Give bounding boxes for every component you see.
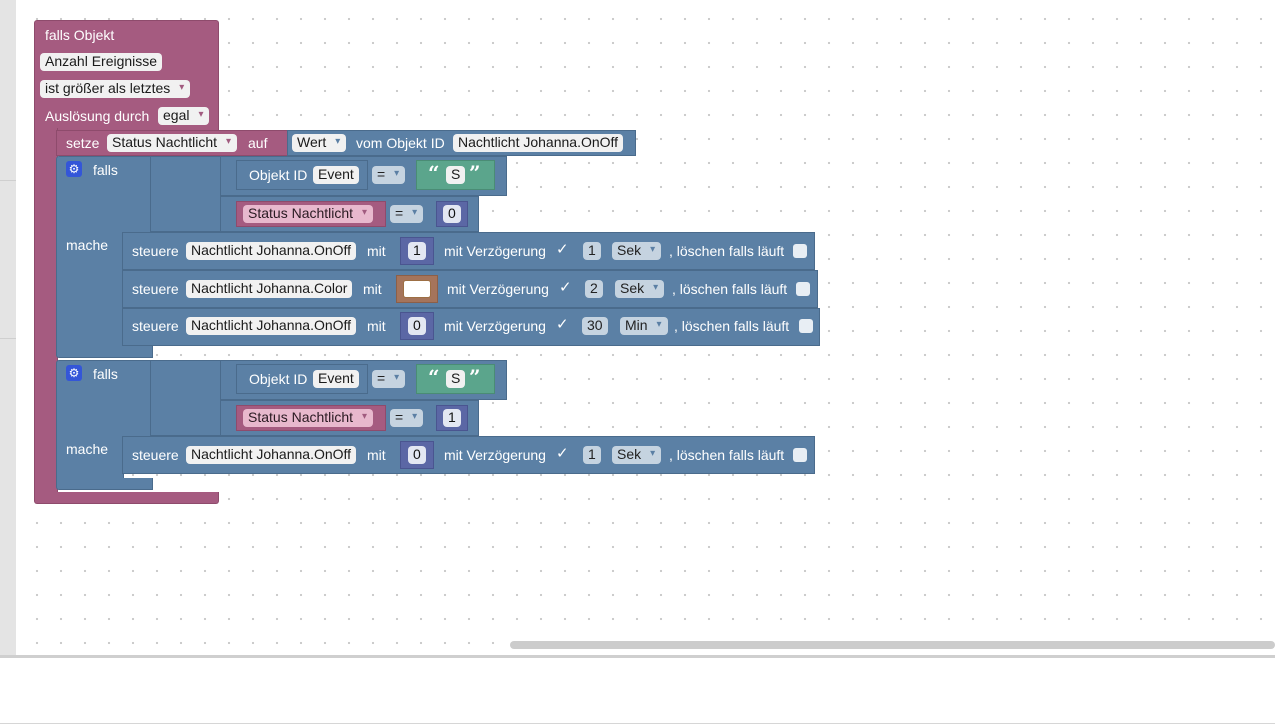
event-title: falls Objekt [45,27,115,43]
variable-dropdown[interactable]: Status Nachtlicht [243,205,374,223]
do-label: mache [66,237,109,253]
clear-label: , löschen falls läuft [669,447,785,463]
event-trigger-footer [34,492,219,504]
trigger-dropdown[interactable]: egal [158,107,210,125]
delay-value[interactable]: 1 [583,242,601,260]
do-label: mache [66,441,109,457]
with-label: mit [367,243,386,259]
object-id-label: Objekt ID [249,167,308,183]
compare-operator-dropdown[interactable]: = [372,166,406,184]
clear-checkbox[interactable] [799,319,813,333]
control-value[interactable]: 0 [408,446,426,464]
set-to-label: auf [248,135,268,151]
clear-label: , löschen falls läuft [672,281,788,297]
clear-checkbox[interactable] [793,244,807,258]
from-object-label: vom Objekt ID [356,135,445,151]
object-id-value[interactable]: Event [313,370,359,388]
unit-dropdown[interactable]: Sek [615,280,665,298]
control-label: steuere [132,447,179,463]
quote-close: ” [469,161,481,185]
control-object[interactable]: Nachtlicht Johanna.OnOff [186,446,357,464]
trigger-label: Auslösung durch [45,108,150,124]
number-value[interactable]: 0 [443,205,461,223]
if-label: falls [93,366,118,382]
color-swatch[interactable] [403,280,431,298]
logic-and-block[interactable] [150,156,222,232]
text-value[interactable]: S [446,166,466,184]
horizontal-scrollbar[interactable] [506,639,1275,651]
control-object[interactable]: Nachtlicht Johanna.OnOff [186,242,357,260]
delay-value[interactable]: 30 [582,317,608,335]
control-object[interactable]: Nachtlicht Johanna.OnOff [186,317,357,335]
clear-checkbox[interactable] [793,448,807,462]
event-attribute: Anzahl Ereignisse [40,53,163,71]
with-label: mit [363,281,382,297]
text-value[interactable]: S [446,370,466,388]
compare-operator-dropdown-2[interactable]: = [390,409,424,427]
get-mode-dropdown[interactable]: Wert [292,134,347,152]
delay-label: mit Verzögerung [444,447,546,463]
left-gutter [0,0,16,655]
quote-open: “ [428,161,440,185]
control-value[interactable]: 0 [408,317,426,335]
control-object[interactable]: Nachtlicht Johanna.Color [186,280,353,298]
quote-close: ” [469,365,481,389]
unit-dropdown[interactable]: Min [620,317,668,335]
gear-icon[interactable]: ⚙ [66,161,82,177]
set-variable-dropdown[interactable]: Status Nachtlicht [107,134,238,152]
control-label: steuere [132,318,179,334]
object-id-label: Objekt ID [249,371,308,387]
with-label: mit [367,447,386,463]
unit-dropdown[interactable]: Sek [612,242,662,260]
object-id-field[interactable]: Nachtlicht Johanna.OnOff [453,134,624,152]
with-label: mit [367,318,386,334]
event-trigger-spine [34,128,58,496]
scrollbar-thumb[interactable] [510,641,1275,649]
unit-dropdown[interactable]: Sek [612,446,662,464]
if-block-1-spine [56,232,124,350]
clear-label: , löschen falls läuft [669,243,785,259]
clear-checkbox[interactable] [796,282,810,296]
object-id-value[interactable]: Event [313,166,359,184]
checkmark-icon[interactable]: ✓ [556,316,569,333]
checkmark-icon[interactable]: ✓ [559,279,572,296]
if-label: falls [93,162,118,178]
compare-operator-dropdown[interactable]: = [372,370,406,388]
event-condition-dropdown[interactable]: ist größer als letztes [40,80,191,98]
checkmark-icon[interactable]: ✓ [556,445,569,462]
delay-label: mit Verzögerung [444,243,546,259]
delay-label: mit Verzögerung [447,281,549,297]
delay-value[interactable]: 1 [583,446,601,464]
control-label: steuere [132,243,179,259]
compare-operator-dropdown-2[interactable]: = [390,205,424,223]
checkmark-icon[interactable]: ✓ [556,241,569,258]
quote-open: “ [428,365,440,389]
number-value[interactable]: 1 [443,409,461,427]
logic-and-block[interactable] [150,360,222,436]
bottom-panel [0,658,1275,724]
panel-divider[interactable] [0,655,1275,658]
if-block-1-footer [56,346,153,358]
clear-label: , löschen falls läuft [674,318,790,334]
gear-icon[interactable]: ⚙ [66,365,82,381]
variable-dropdown[interactable]: Status Nachtlicht [243,409,374,427]
set-label: setze [66,135,100,151]
control-value[interactable]: 1 [408,242,426,260]
delay-value[interactable]: 2 [585,280,603,298]
delay-label: mit Verzögerung [444,318,546,334]
control-label: steuere [132,281,179,297]
if-block-2-footer [56,478,153,490]
if-block-2-spine [56,436,124,482]
